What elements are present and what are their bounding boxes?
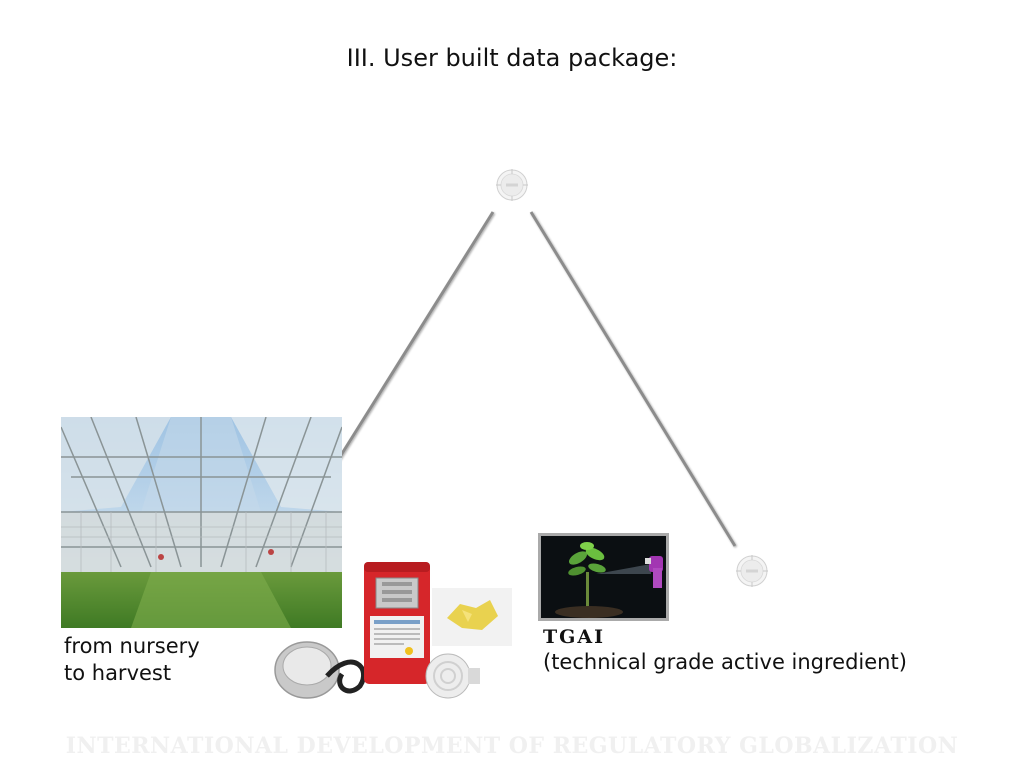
fumigation-equipment-photo [274, 562, 512, 699]
nursery-caption-line-1: from nursery [64, 634, 200, 658]
compass-node-icon [736, 555, 768, 587]
greenhouse-photo [61, 417, 342, 628]
nursery-caption-line-2: to harvest [64, 661, 172, 685]
slide-title: III. User built data package: [346, 44, 678, 72]
spray-seedling-photo [538, 533, 669, 621]
tgai-heading: TGAI [543, 626, 605, 648]
right-edge [529, 211, 737, 547]
left-edge [336, 211, 495, 461]
tgai-description: (technical grade active ingredient) [543, 650, 907, 674]
compass-node-icon [496, 169, 528, 201]
nursery-caption: from nursery to harvest [64, 633, 200, 687]
footer-watermark: INTERNATIONAL DEVELOPMENT OF REGULATORY … [65, 733, 959, 759]
